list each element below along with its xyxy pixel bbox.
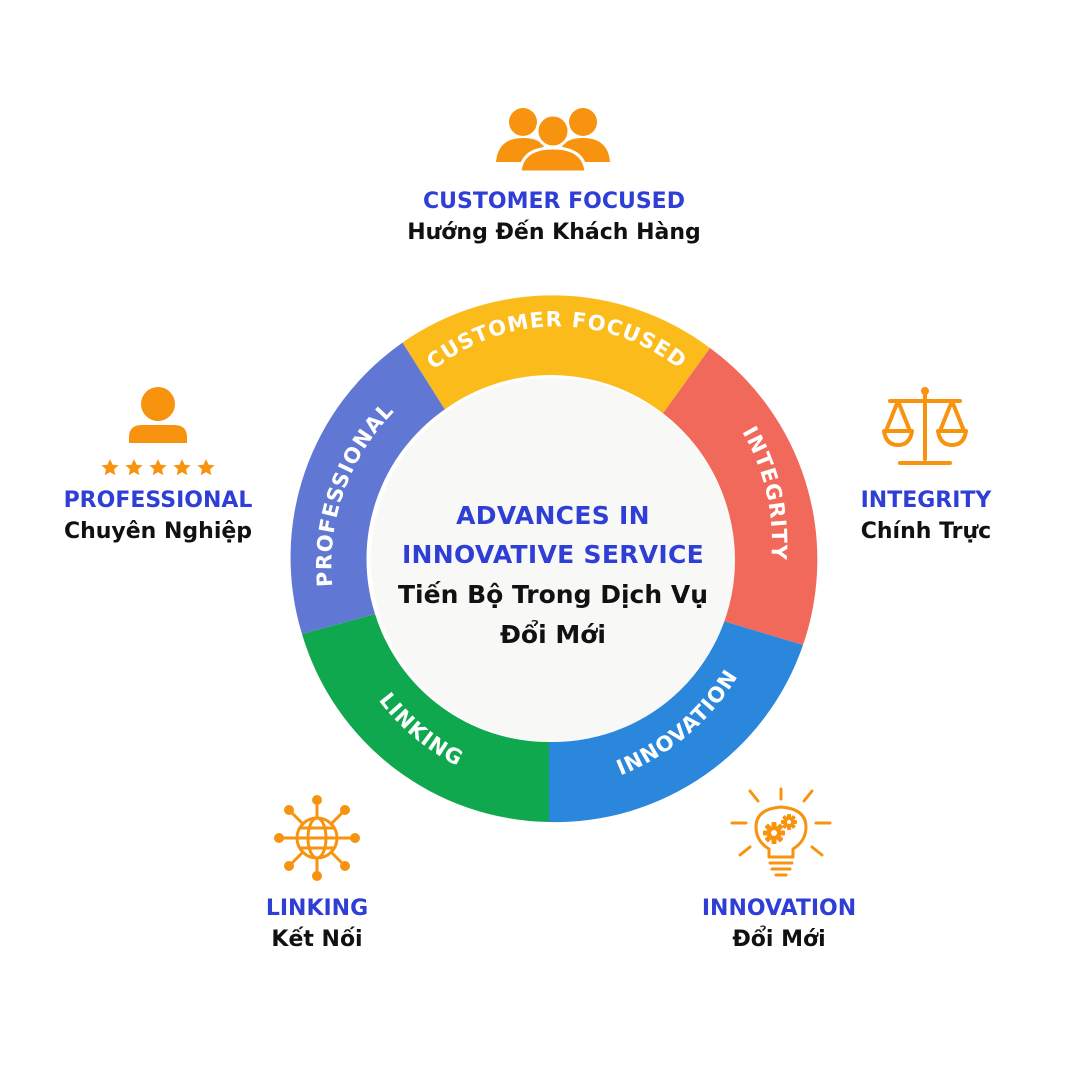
value-integrity: INTEGRITY Chính Trực	[756, 486, 1080, 548]
balance-scale-icon	[882, 387, 968, 465]
value-innovation-vi: Đổi Mới	[732, 927, 826, 952]
center-title-line-1: ADVANCES IN	[456, 501, 650, 530]
ring-segment-integrity	[663, 348, 818, 645]
person-five-star-icon	[101, 387, 215, 476]
value-linking-en: LINKING	[265, 896, 369, 921]
ring-segment-customer-focused	[402, 295, 710, 414]
center-circle	[371, 378, 735, 742]
value-customer-focused-en: CUSTOMER FOCUSED	[423, 189, 685, 214]
ring-segment-professional	[290, 342, 445, 634]
value-linking: LINKING Kết Nối	[147, 894, 487, 956]
value-linking-vi: Kết Nối	[271, 927, 363, 952]
network-globe-icon	[274, 795, 360, 881]
lightbulb-gears-icon	[730, 787, 832, 877]
value-integrity-vi: Chính Trực	[860, 519, 992, 544]
value-integrity-en: INTEGRITY	[860, 488, 992, 513]
value-innovation: INNOVATION Đổi Mới	[609, 894, 949, 956]
value-professional: PROFESSIONAL Chuyên Nghiệp	[0, 486, 328, 548]
ring-segment-innovation	[549, 621, 803, 823]
center-subtitle-line-1: Tiến Bộ Trong Dịch Vụ	[397, 580, 708, 609]
value-innovation-en: INNOVATION	[701, 896, 857, 921]
group-people-icon	[496, 108, 610, 172]
value-customer-focused: CUSTOMER FOCUSED Hướng Đến Khách Hàng	[384, 187, 724, 249]
value-professional-en: PROFESSIONAL	[63, 488, 253, 513]
value-professional-vi: Chuyên Nghiệp	[63, 519, 253, 544]
center-title-line-2: INNOVATIVE SERVICE	[401, 540, 705, 569]
center-title-block: ADVANCES IN INNOVATIVE SERVICE Tiến Bộ T…	[380, 496, 726, 654]
ring-segment-linking	[302, 614, 549, 822]
value-customer-focused-vi: Hướng Đến Khách Hàng	[407, 220, 701, 245]
center-subtitle-line-2: Đổi Mới	[499, 620, 607, 649]
